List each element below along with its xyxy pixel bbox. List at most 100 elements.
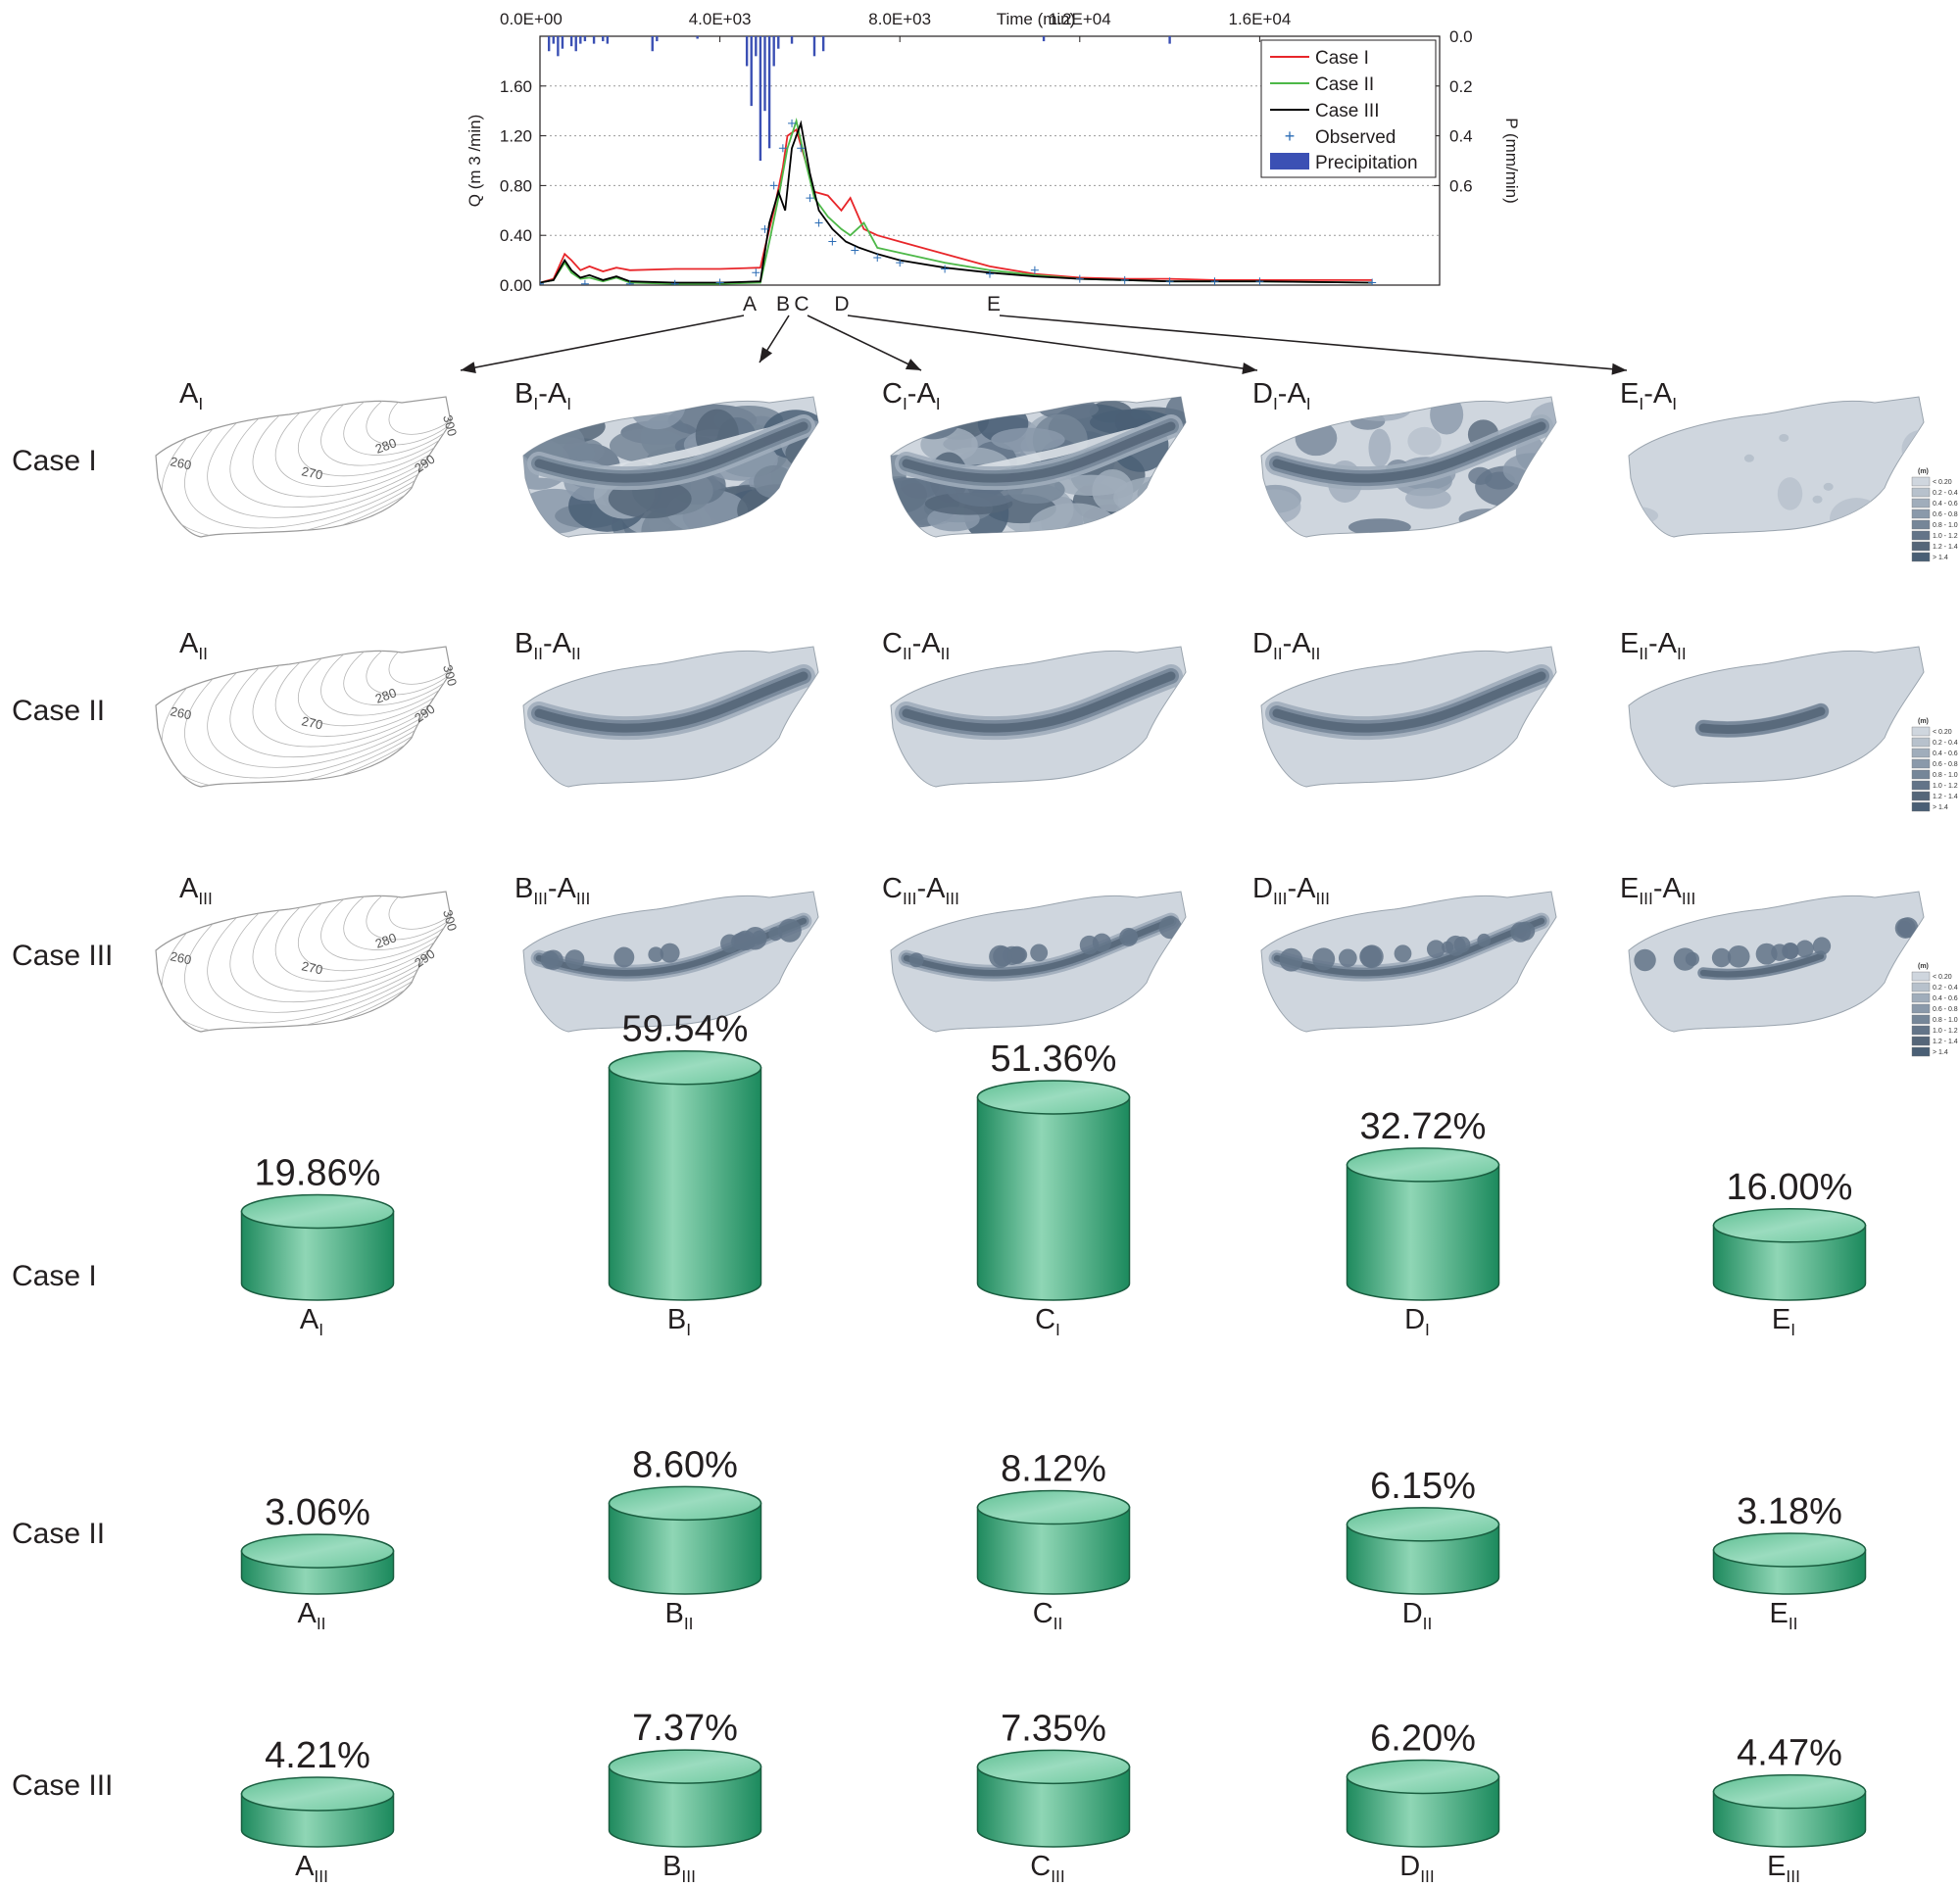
depth-spot [1755,943,1778,965]
contour-label: 260 [169,948,192,967]
scale-swatch [1911,1014,1931,1025]
bar-value-label: 32.72% [1360,1106,1487,1147]
depth-patch [1446,522,1501,537]
map-panel-label: AIII [179,873,213,908]
precipitation-bar [592,36,596,44]
depth-patch [1156,482,1186,507]
bar-category-label: CIII [1030,1851,1064,1886]
bar-category-label: DI [1404,1304,1430,1339]
observed-point [715,278,724,285]
x-axis-label: Time (min) [997,10,1076,28]
cylinder-top [976,1080,1131,1115]
depth-spot [731,933,749,950]
channel-band [1698,706,1826,734]
precipitation-bar [777,36,780,49]
y-tick-label: 1.20 [500,127,532,146]
scale-label: 0.6 - 0.8 [1933,511,1958,518]
precipitation-bar [557,36,560,57]
observed-point [540,279,544,285]
event-marker-B: B [776,293,790,315]
depth-spot [1782,943,1799,960]
depth-patch [1777,477,1803,510]
event-arrows [460,314,1628,375]
contour-line [252,892,451,992]
scale-label: 1.2 - 1.4 [1933,794,1958,800]
scale-label: 0.6 - 0.8 [1933,761,1958,768]
cylinder-body [608,1766,762,1848]
watershed-outline [1628,396,1925,538]
depth-patch [782,500,818,522]
scale-label: 1.0 - 1.2 [1933,533,1958,540]
cylinder-top [240,1533,395,1569]
precipitation-bar [606,36,610,44]
event-arrow [999,314,1628,371]
depth-patch [756,493,818,537]
y2-axis-label: P (mm/min) [1502,118,1521,204]
scale-swatch [1911,530,1931,541]
observed-point [788,119,797,127]
scale-label: 0.8 - 1.0 [1933,522,1958,529]
depth-patch [1092,469,1134,512]
cylinder-bar-A-III: 4.21%AIII [240,1735,395,1886]
contour-label: 270 [300,463,323,482]
bar-category-label: DII [1402,1598,1433,1633]
series-line-case-iii [540,120,1373,284]
contour-line [388,647,451,685]
depth-scale-legend: (m)< 0.200.2 - 0.40.4 - 0.60.6 - 0.80.8 … [1911,718,1958,812]
map-panel-label: EI-AI [1620,378,1677,413]
depth-patch [1532,516,1556,537]
depth-map-C-I [890,396,1187,538]
cylinder-bar-C-III: 7.35%CIII [976,1708,1131,1886]
scale-swatch [1911,748,1931,758]
cylinder-bar-C-I: 51.36%CI [976,1039,1131,1339]
observed-point [1368,278,1377,285]
depth-patch [1830,498,1884,537]
scale-swatch [1911,519,1931,530]
cylinder-top [608,1485,762,1522]
event-marker-D: D [834,293,849,315]
legend-swatch-observed: + [1285,126,1296,146]
scale-label: < 0.20 [1933,974,1952,981]
scale-label: 0.2 - 0.4 [1933,985,1958,992]
bar-category-label: AIII [295,1851,328,1886]
precipitation-bar [561,36,564,49]
cylinder-top [240,1193,395,1230]
contour-line [229,647,451,758]
bar-value-label: 16.00% [1727,1167,1853,1208]
depth-spot [648,946,664,963]
contour-label: 260 [169,454,192,472]
scale-label: 0.4 - 0.6 [1933,995,1958,1002]
contour-line [297,397,451,477]
scale-swatch [1911,1025,1931,1036]
cylinder-bar-E-I: 16.00%EI [1712,1167,1867,1339]
depth-patch [1261,511,1270,532]
cylinder-top [1712,1773,1867,1810]
bar-row-label: Case I [12,1260,97,1292]
watershed-outline [1628,891,1925,1033]
precipitation-bar [574,36,577,52]
depth-patch [991,427,1065,452]
cylinder-body [1346,1524,1500,1595]
map-row-label: Case II [12,695,105,727]
x-tick-label: 1.6E+04 [1228,10,1291,28]
y-tick-label: 0.80 [500,176,532,195]
contour-line [252,397,451,498]
depth-spot [1030,944,1049,962]
y-tick-label: 0.00 [500,276,532,295]
depth-map-D-II [1260,646,1557,788]
cylinder-bar-B-I: 59.54%BI [608,1009,762,1339]
contour-label: 270 [300,958,323,977]
depth-spot [752,930,766,944]
map-row-label: Case III [12,940,113,972]
depth-spot [540,950,560,970]
cylinder-body [976,1506,1131,1595]
event-arrow [460,314,745,371]
contour-label: 280 [373,930,399,951]
bar-row-label: Case III [12,1769,113,1802]
cylinder-bar-D-I: 32.72% DI [1346,1106,1500,1339]
scale-label: > 1.4 [1933,555,1948,561]
depth-map-D-III [1260,891,1557,1033]
observed-point [806,194,814,203]
